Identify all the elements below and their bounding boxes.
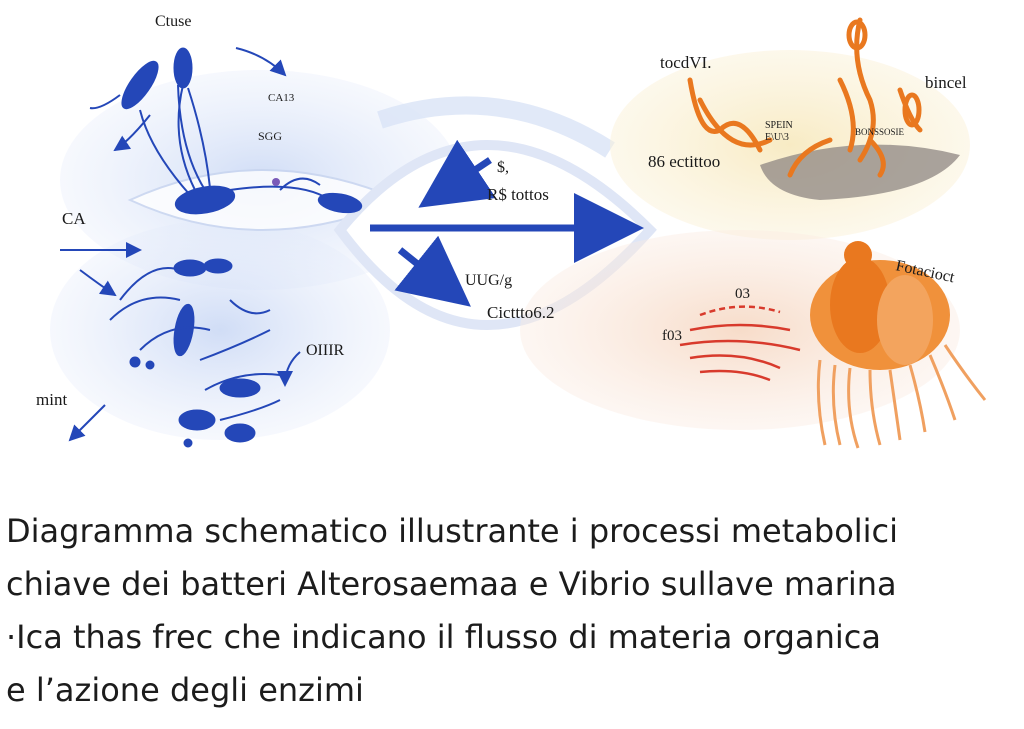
label-red-top: 03: [735, 286, 750, 302]
label-small-1: CA13: [268, 92, 295, 104]
label-mid-left-small: OIIIR: [306, 342, 345, 359]
orange-organism-bottom: [810, 241, 987, 449]
label-bottom-left: mint: [36, 390, 67, 409]
label-orange-mid-b: E\U\3: [765, 132, 789, 143]
caption-line-4: e l’azione degli enzimi: [6, 671, 364, 709]
caption-line-1: Diagramma schematico illustrante i proce…: [6, 512, 899, 550]
blue-flow-arrows: [60, 47, 301, 442]
caption-line-3: ·Ica thas frec che indicano il flusso di…: [6, 618, 881, 656]
red-streaks: [679, 305, 801, 382]
label-center-top-a: $,: [497, 159, 509, 176]
figure-caption: Diagramma schematico illustrante i proce…: [0, 505, 1024, 717]
label-left-mid: CA: [62, 209, 86, 228]
label-orange-small-right: BONSSOSIE: [855, 127, 905, 137]
orange-organism-top: [687, 17, 923, 178]
label-top-left: Ctuse: [155, 13, 191, 30]
center-arrows: [370, 139, 644, 307]
label-orange-top-left: tocdVI.: [660, 53, 711, 72]
label-orange-mid: 86 ectittoo: [648, 152, 720, 171]
label-red-left: f03: [662, 328, 682, 344]
caption-line-2: chiave dei batteri Alterosaemaa e Vibrio…: [6, 565, 897, 603]
label-center-mid-a: UUG/g: [465, 272, 512, 289]
blue-bacteria-cluster: [89, 47, 363, 448]
label-small-2: SGG: [258, 129, 282, 143]
label-center-mid-b: Cicttto6.2: [487, 303, 555, 322]
label-orange-top-right: bincel: [925, 73, 967, 92]
metabolic-diagram: Ctuse CA13 SGG CA mint OIIIR $, R$ totto…: [36, 13, 987, 449]
cream-region: [610, 50, 970, 240]
blue-region: [50, 70, 460, 440]
label-orange-mid-a: SPEIN: [765, 120, 793, 131]
label-center-top-b: R$ tottos: [487, 185, 549, 204]
